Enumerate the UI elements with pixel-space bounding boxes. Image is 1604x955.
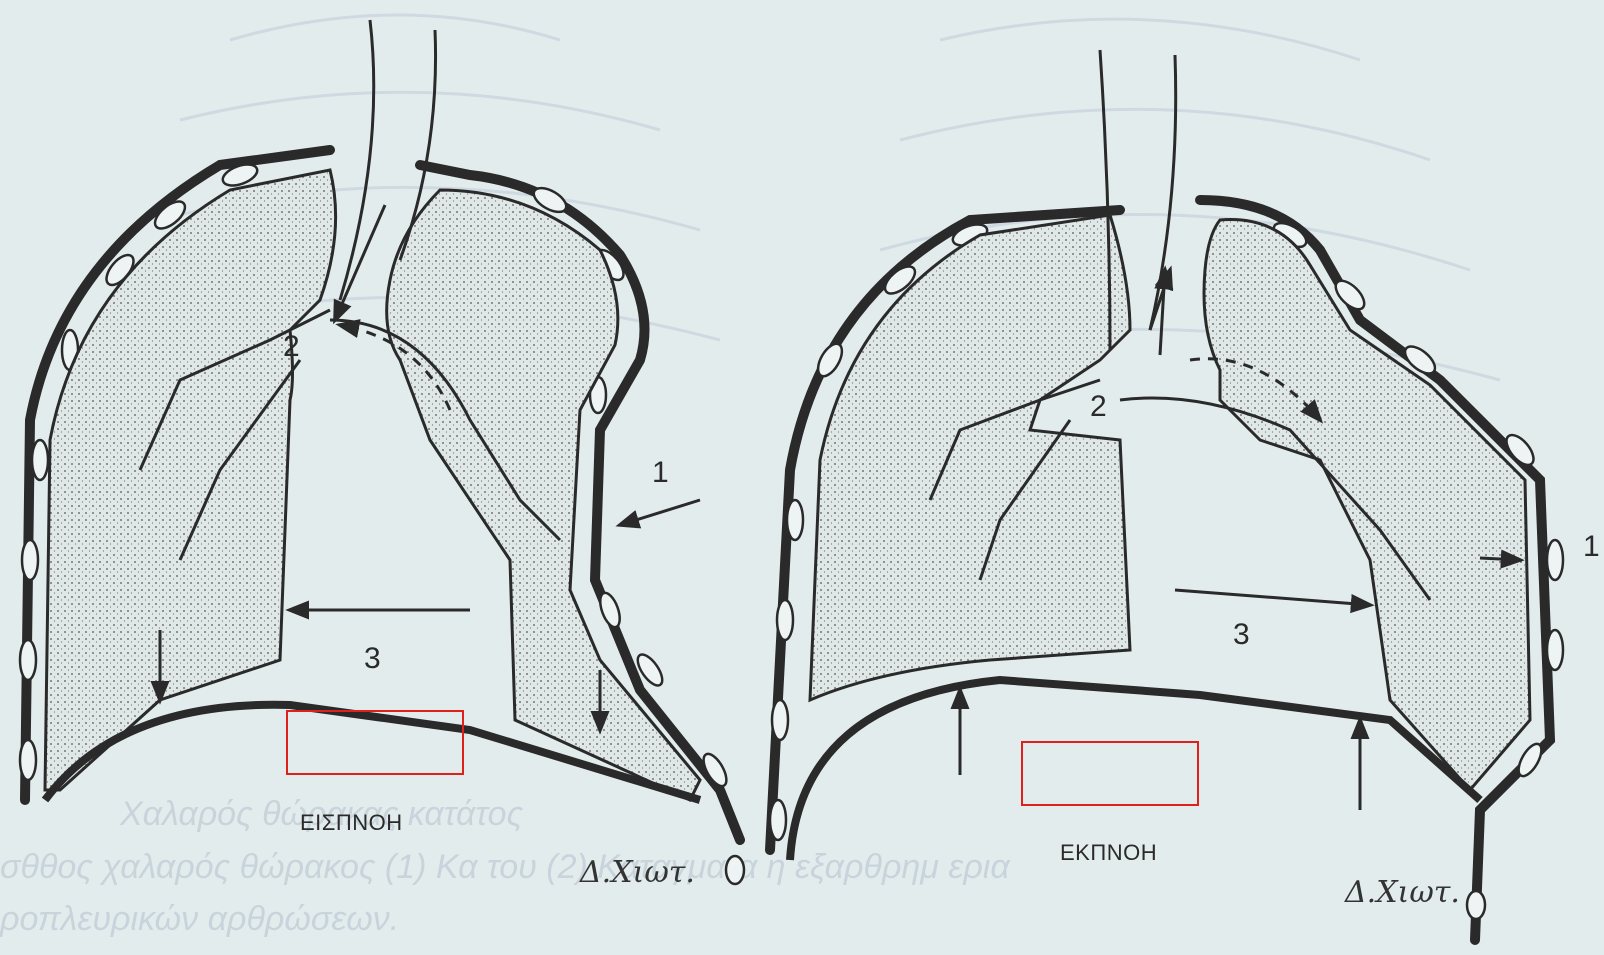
right-lung-a: [810, 215, 1130, 700]
expiration-label-2: 2: [1090, 390, 1107, 424]
expiration-panel: [770, 50, 1563, 940]
inspiration-label-2: 2: [283, 330, 300, 364]
expiration-label-3: 3: [1233, 618, 1250, 652]
expiration-caption: ΕΚΠΝΟΗ: [1060, 840, 1157, 866]
expiration-signature: Δ.Χιωτ.: [1345, 875, 1460, 910]
inspiration-label-3: 3: [364, 642, 381, 676]
inspiration-label-1: 1: [652, 456, 669, 490]
left-lung-a: [45, 170, 336, 790]
inspiration-signature: Δ.Χιωτ.: [580, 855, 695, 890]
expiration-highlight-box: [1021, 741, 1199, 806]
inspiration-caption: ΕΙΣΠΝΟΗ: [300, 810, 403, 836]
inspiration-highlight-box: [286, 710, 464, 775]
expiration-label-1: 1: [1583, 530, 1600, 564]
